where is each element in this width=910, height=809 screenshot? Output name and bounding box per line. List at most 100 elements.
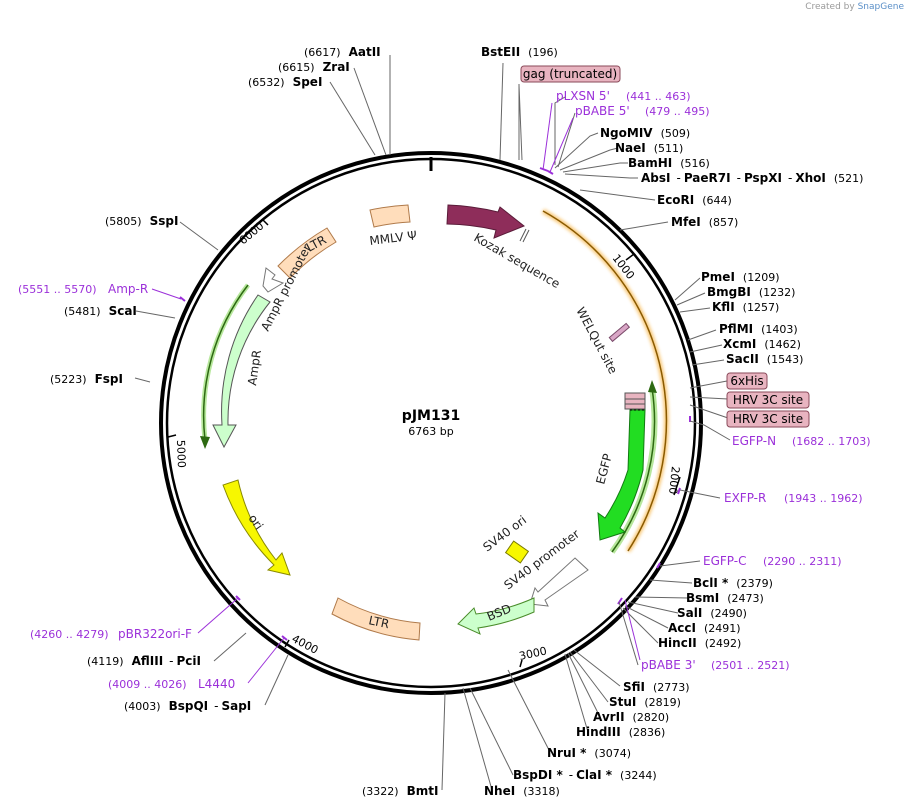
- svg-text:(1682 .. 1703): (1682 .. 1703): [792, 435, 871, 448]
- site-spei-pos: (6532): [248, 76, 285, 89]
- primer-ampr: Amp-R: [108, 282, 148, 296]
- primer-exfpr: EXFP-R: [724, 491, 766, 505]
- ltr-bottom-text: LTR: [367, 613, 390, 631]
- egfp-outline-feature: [609, 380, 658, 554]
- primer-mark-pbabe3: [617, 597, 623, 605]
- site-afliii-pos: (4119): [87, 655, 124, 668]
- svg-text:PflMI(1403): PflMI(1403): [719, 322, 798, 336]
- primer-pbabe5-range: (479 .. 495): [645, 105, 710, 118]
- svg-text:(4009 .. 4026): (4009 .. 4026): [108, 678, 187, 691]
- site-bmgbi-pos: (1232): [759, 286, 796, 299]
- credit-brand: SnapGene: [857, 2, 904, 12]
- site-afliii: AflIII: [132, 654, 164, 668]
- site-pspxi: PspXI: [744, 171, 782, 185]
- site-paer7i: PaeR7I: [684, 171, 731, 185]
- primer-pbabe3-range: (2501 .. 2521): [711, 659, 790, 672]
- svg-text:(479 .. 495): (479 .. 495): [645, 105, 710, 118]
- site-aatii: AatII: [349, 45, 381, 59]
- site-sspi: SspI: [150, 214, 179, 228]
- svg-text:(2501 .. 2521): (2501 .. 2521): [711, 659, 790, 672]
- primer-mark-l4440: [281, 635, 288, 641]
- primer-pbabe5: pBABE 5': [575, 104, 630, 118]
- svg-text:NheI(3318): NheI(3318): [484, 784, 560, 798]
- svg-text:AccI(2491): AccI (2491): [668, 621, 741, 635]
- svg-text:EGFP-C: EGFP-C: [703, 554, 746, 568]
- primer-mark-plxsn5: [539, 167, 549, 172]
- site-bspqi: BspQI: [169, 699, 209, 713]
- site-naei-pos: (511): [654, 142, 684, 155]
- svg-text:EXFP-R: EXFP-R: [724, 491, 766, 505]
- primer-pbr322-range: (4260 .. 4279): [30, 628, 109, 641]
- snapgene-credit: Created by SnapGene: [805, 2, 904, 12]
- hrv3c-box-text-1: HRV 3C site: [733, 393, 803, 407]
- site-pmei: PmeI: [701, 270, 735, 284]
- site-stui: StuI: [609, 695, 636, 709]
- site-sali: SalI: [677, 606, 702, 620]
- site-nhei-pos: (3318): [523, 785, 560, 798]
- gag-truncated-feature: [518, 84, 669, 553]
- svg-text:BstEII(196): BstEII(196): [481, 45, 558, 59]
- gag-truncated-box-text: gag (truncated): [523, 67, 617, 81]
- site-pcii: PciI: [177, 654, 202, 668]
- mmlv-psi-feature: [369, 204, 411, 228]
- primer-l4440-range: (4009 .. 4026): [108, 678, 187, 691]
- site-spei: SpeI: [293, 75, 323, 89]
- site-sacii-pos: (1543): [767, 353, 804, 366]
- svg-text:(5805)SspI: (5805) SspI: [105, 214, 178, 228]
- tick-label-5000: 5000: [174, 440, 188, 468]
- site-clai-pos: (3244): [620, 769, 657, 782]
- site-sapi: SapI: [221, 699, 251, 713]
- site-scai: ScaI: [109, 304, 137, 318]
- site-hindiii-pos: (2836): [629, 726, 666, 739]
- primer-exfpr-range: (1943 .. 1962): [784, 492, 863, 505]
- svg-text:NaeI(511): NaeI(511): [615, 141, 683, 155]
- egfp-text: EGFP: [593, 452, 615, 486]
- primer-pbr322: pBR322ori-F: [118, 627, 192, 641]
- svg-text:(3322)BmtI: (3322)BmtI: [362, 784, 438, 798]
- svg-text:EcoRI(644): EcoRI(644): [657, 193, 732, 207]
- svg-text:(441 .. 463): (441 .. 463): [626, 90, 691, 103]
- plasmid-name: pJM131: [402, 408, 460, 424]
- site-acci-pos: (2491): [704, 622, 741, 635]
- svg-text:pBABE 5': pBABE 5': [575, 104, 630, 118]
- primer-mark-egfpc: [656, 562, 661, 569]
- svg-text:BsmI(2473): BsmI(2473): [686, 591, 764, 605]
- ltr-bottom-feature: [331, 597, 421, 641]
- site-kfli-pos: (1257): [743, 301, 780, 314]
- primer-egfpn: EGFP-N: [732, 434, 776, 448]
- svg-text:AvrII(2820): AvrII(2820): [593, 710, 669, 724]
- svg-text:PmeI(1209): PmeI(1209): [701, 270, 779, 284]
- svg-text:pLXSN 5': pLXSN 5': [556, 89, 610, 103]
- svg-text:NruI *(3074): NruI *(3074): [547, 746, 631, 760]
- svg-text:StuI(2819): StuI(2819): [609, 695, 681, 709]
- site-fspi-pos: (5223): [50, 373, 87, 386]
- primer-l4440: L4440: [198, 677, 235, 691]
- tick-marks: [167, 218, 681, 668]
- site-ngomiv-pos: (509): [661, 127, 691, 140]
- site-nrui: NruI *: [547, 746, 587, 760]
- site-bmti-pos: (3322): [362, 785, 399, 798]
- svg-text:BclI *(2379): BclI *(2379): [693, 576, 773, 590]
- svg-text:BmgBI(1232): BmgBI(1232): [707, 285, 795, 299]
- site-sspi-pos: (5805): [105, 215, 142, 228]
- egfp-arrow: [597, 409, 646, 541]
- tick-3000: [519, 659, 523, 668]
- svg-text:SalI(2490): SalI(2490): [677, 606, 747, 620]
- site-zrai: ZraI: [323, 60, 350, 74]
- ampr-text: AmpR: [245, 349, 264, 386]
- primer-mark-ampr: [179, 296, 186, 302]
- 6xhis-box-text: 6xHis: [730, 374, 763, 388]
- site-acci: AccI: [668, 621, 696, 635]
- site-ecori-pos: (644): [702, 194, 732, 207]
- site-sfii: SfiI: [623, 680, 645, 694]
- tick-label-2000: 2000: [666, 466, 682, 495]
- ampr-arrow: [212, 294, 271, 449]
- sv40-ori-feature: [504, 540, 530, 564]
- site-avrii: AvrII: [593, 710, 625, 724]
- svg-text:SfiI(2773): SfiI(2773): [623, 680, 690, 694]
- site-pflmi: PflMI: [719, 322, 753, 336]
- svg-text:pBR322ori-F: pBR322ori-F: [118, 627, 192, 641]
- primer-plxsn5-range: (441 .. 463): [626, 90, 691, 103]
- ori-arrow: [222, 479, 291, 576]
